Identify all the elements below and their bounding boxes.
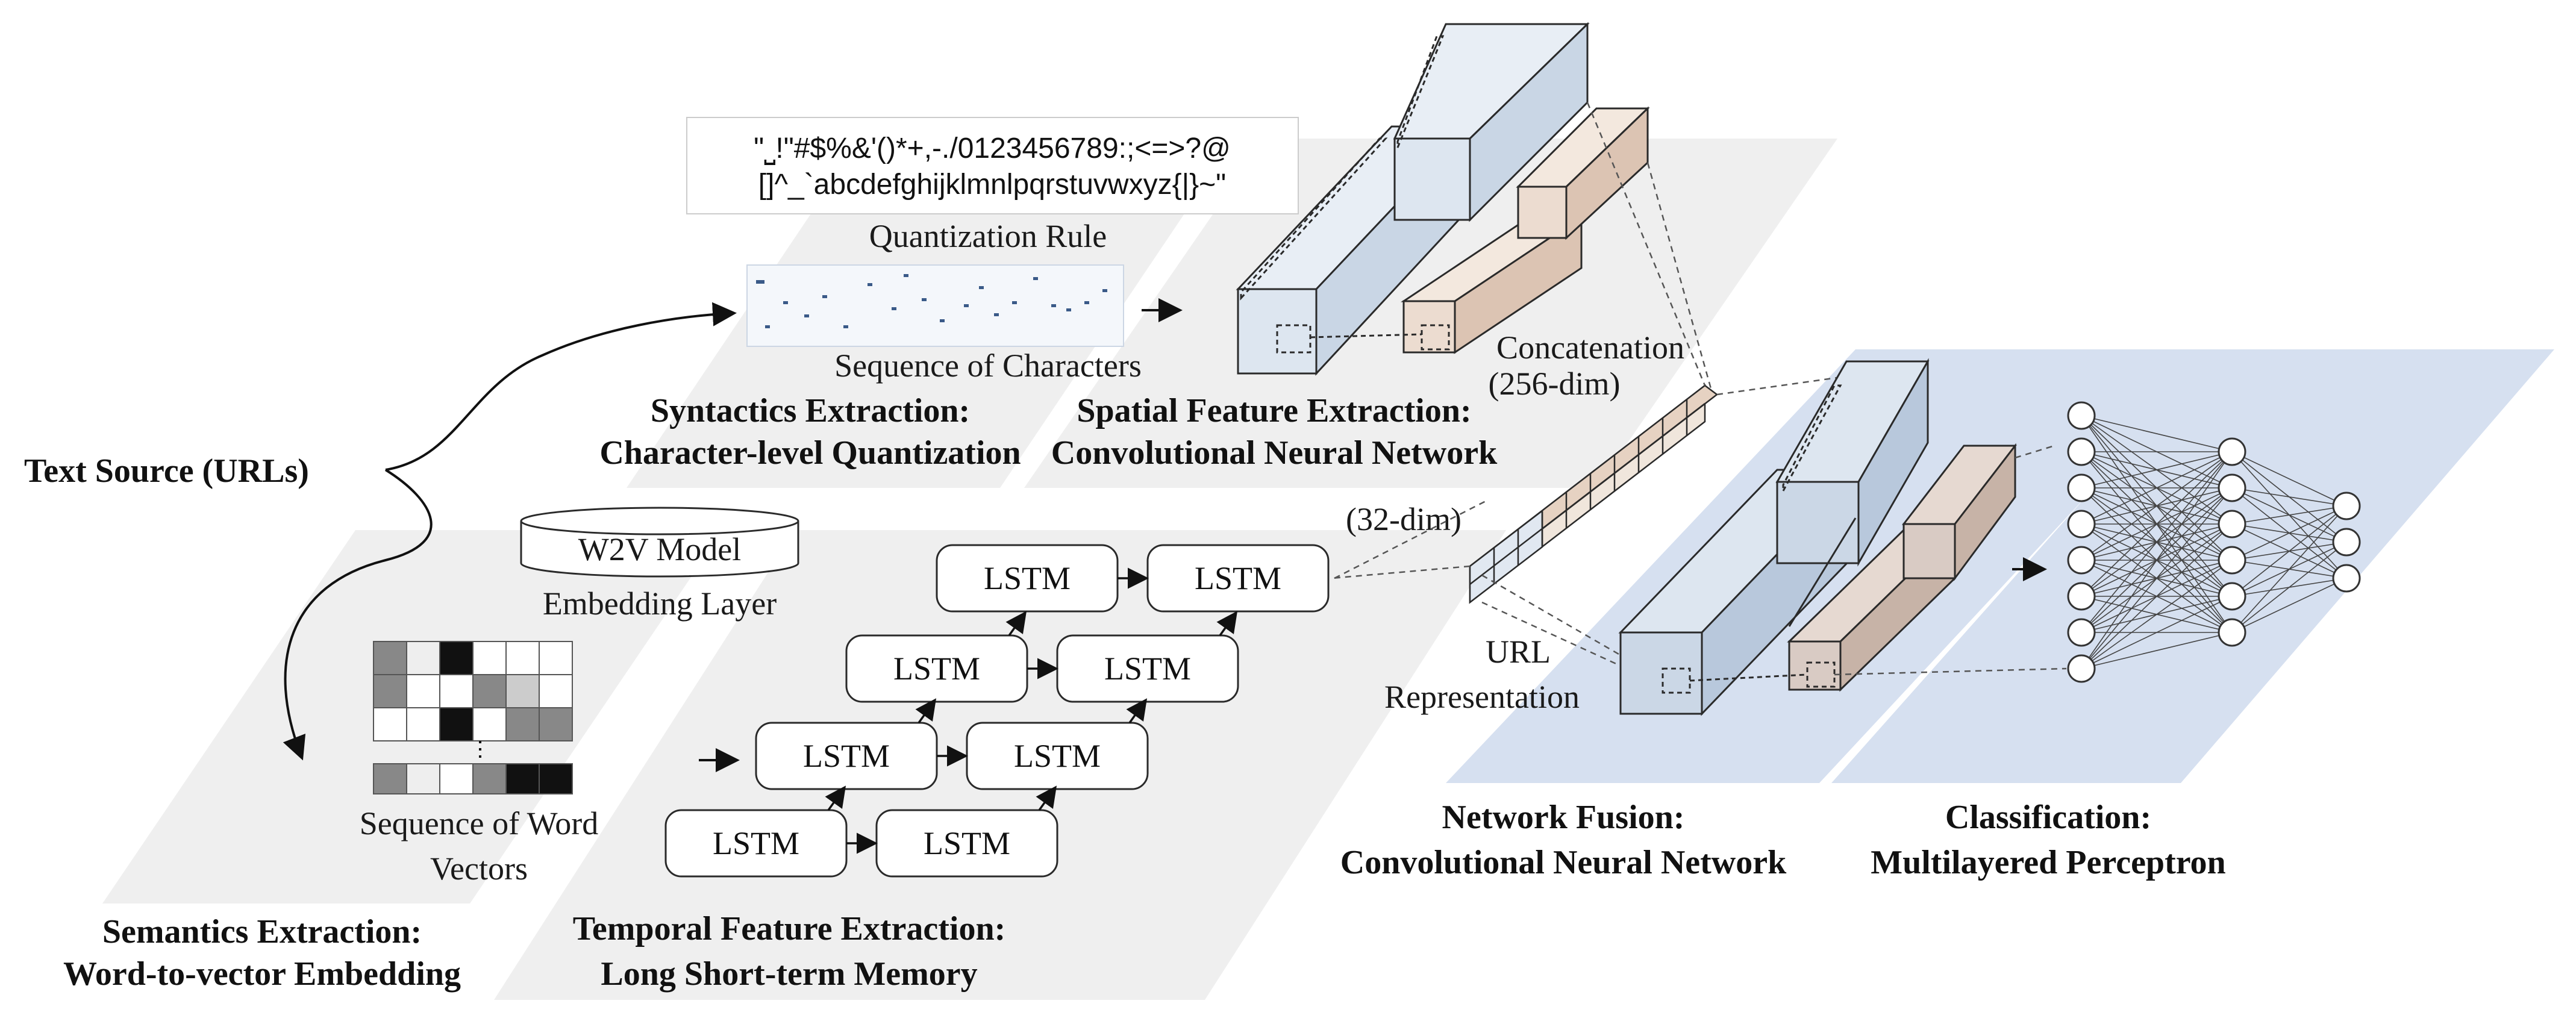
mlp-edge	[2231, 578, 2347, 633]
mlp-node	[2332, 492, 2361, 520]
mlp-node	[2067, 546, 2096, 575]
mlp-node	[2067, 437, 2096, 466]
fusion-dashed-links	[1834, 445, 2067, 676]
concatenation-dim-label: (256-dim)	[1489, 366, 1621, 402]
lstm-label: LSTM	[803, 738, 890, 774]
mlp-edge	[2081, 451, 2233, 633]
curve-to-syntactics	[385, 302, 737, 471]
concatenation-label: Concatenation	[1496, 329, 1684, 366]
lstm-label: LSTM	[1195, 560, 1281, 596]
quantization-rule-label: Quantization Rule	[869, 218, 1107, 254]
mlp-edge	[2081, 487, 2233, 669]
mlp-nodes	[2067, 401, 2361, 683]
semantics-title: Semantics Extraction:	[102, 913, 422, 950]
lstm-label: LSTM	[924, 825, 1010, 861]
sequence-of-characters-label: Sequence of Characters	[834, 348, 1142, 384]
charset-line-2: []^_`abcdefghijklmnlpqrstuvwxyz{|}~"	[758, 169, 1226, 201]
spatial-subtitle: Convolutional Neural Network	[1051, 434, 1498, 472]
quantization-rule-box	[686, 117, 1299, 214]
mlp-node	[2218, 546, 2246, 575]
mlp-node	[2218, 473, 2246, 502]
mlp-node	[2067, 510, 2096, 538]
mlp-node	[2218, 510, 2246, 538]
mlp-node	[2067, 473, 2096, 502]
lstm-label: LSTM	[713, 825, 799, 861]
lstm-grid	[664, 544, 1330, 878]
dim32-label: (32-dim)	[1346, 501, 1462, 537]
spatial-title: Spatial Feature Extraction:	[1077, 392, 1471, 429]
url-representation-bar	[1468, 384, 1719, 604]
mlp-edge	[2231, 451, 2347, 507]
lstm-label: LSTM	[1104, 651, 1191, 687]
classification-subtitle: Multilayered Perceptron	[1871, 844, 2225, 881]
mlp-edge	[2081, 415, 2233, 452]
character-sequence-strip	[746, 264, 1124, 347]
url-label: URL	[1486, 634, 1551, 670]
mlp-edge	[2081, 560, 2233, 669]
spatial-cnn-blocks	[1236, 22, 1650, 376]
mlp-edge	[2081, 451, 2233, 525]
mlp-node	[2067, 401, 2096, 430]
lstm-arrows	[825, 567, 1238, 854]
mlp-edge	[2231, 505, 2347, 525]
mlp-node	[2218, 437, 2246, 466]
mlp-node	[2067, 582, 2096, 611]
text-source-label: Text Source (URLs)	[24, 452, 309, 490]
syntactics-title: Syntactics Extraction:	[651, 392, 970, 429]
dashed-connectors	[1331, 102, 1868, 670]
mlp-edge	[2231, 505, 2347, 597]
syntactics-subtitle: Character-level Quantization	[599, 434, 1021, 472]
sequence-of-word-label: Sequence of Word	[360, 805, 599, 841]
mlp-edge	[2231, 542, 2347, 633]
mlp-edge	[2231, 505, 2347, 633]
lstm-label: LSTM	[1014, 738, 1101, 774]
fusion-subtitle: Convolutional Neural Network	[1340, 844, 1787, 881]
mlp-node	[2218, 582, 2246, 611]
band-classification	[1831, 349, 2554, 783]
mlp-edge	[2081, 632, 2233, 669]
w2v-model-label: W2V Model	[578, 531, 741, 567]
mlp-edge	[2081, 451, 2233, 561]
mlp-edge	[2081, 451, 2233, 488]
curve-to-semantics	[283, 469, 433, 761]
mlp-node	[2332, 564, 2361, 593]
word-vector-matrix	[373, 641, 573, 794]
lstm-label: LSTM	[893, 651, 980, 687]
mlp-edge	[2231, 487, 2347, 507]
mlp-edge	[2081, 451, 2233, 597]
url-representation-label: Representation	[1384, 679, 1580, 715]
mlp-node	[2218, 618, 2246, 647]
mlp-network	[2081, 415, 2347, 669]
semantics-subtitle: Word-to-vector Embedding	[63, 955, 461, 993]
mlp-node	[2067, 654, 2096, 683]
mlp-edge	[2081, 596, 2233, 669]
classification-title: Classification:	[1945, 799, 2151, 836]
charset-line-1: "⎵!"#$%&'()*+,-./0123456789:;<=>?@	[754, 133, 1231, 164]
temporal-subtitle: Long Short-term Memory	[601, 955, 977, 993]
mlp-edge	[2231, 505, 2347, 561]
mlp-edge	[2081, 523, 2233, 669]
embedding-layer-label: Embedding Layer	[543, 585, 777, 622]
fusion-title: Network Fusion:	[1442, 799, 1685, 836]
fusion-cnn-blocks	[1618, 358, 2018, 716]
mlp-edge	[2081, 451, 2233, 669]
mlp-node	[2332, 528, 2361, 557]
w2v-database-icon	[520, 507, 799, 578]
temporal-title: Temporal Feature Extraction:	[573, 910, 1006, 947]
vectors-label: Vectors	[430, 851, 528, 887]
lstm-label: LSTM	[984, 560, 1071, 596]
mlp-node	[2067, 618, 2096, 647]
